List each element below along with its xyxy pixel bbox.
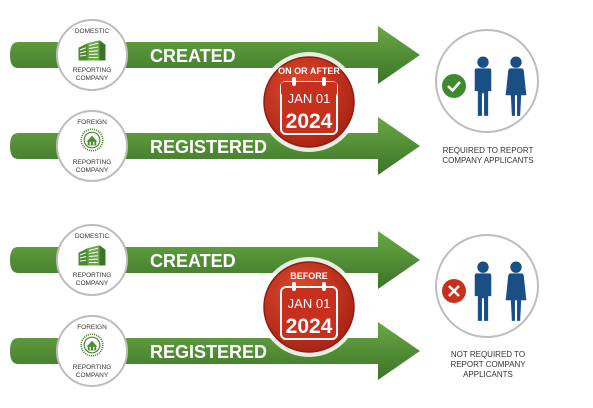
check-icon bbox=[442, 74, 466, 98]
arrow-registered bbox=[10, 117, 420, 175]
foreign-company-badge: FOREIGN REPORTING COMPANY bbox=[56, 315, 128, 387]
svg-text:FOREIGN: FOREIGN bbox=[77, 119, 107, 126]
badge-label: BEFORE bbox=[290, 271, 328, 281]
result-required: REQUIRED TO REPORT COMPANY APPLICANTS bbox=[435, 29, 539, 165]
date-badge: ON OR AFTER JAN 01 2024 bbox=[259, 52, 359, 152]
svg-text:JAN 01: JAN 01 bbox=[288, 91, 331, 106]
svg-text:REPORTING: REPORTING bbox=[73, 272, 112, 279]
registered-label: REGISTERED bbox=[150, 342, 267, 362]
arrow-created bbox=[10, 26, 420, 84]
svg-text:COMPANY: COMPANY bbox=[76, 280, 109, 287]
svg-text:REPORTING: REPORTING bbox=[73, 159, 112, 166]
calendar-icon: JAN 01 2024 bbox=[280, 77, 338, 135]
svg-text:DOMESTIC: DOMESTIC bbox=[75, 233, 110, 240]
foreign-company-badge: FOREIGN REPORTING COMPANY bbox=[56, 110, 128, 182]
created-label: CREATED bbox=[150, 46, 236, 66]
svg-text:COMPANY: COMPANY bbox=[76, 75, 109, 82]
svg-text:COMPANY APPLICANTS: COMPANY APPLICANTS bbox=[442, 156, 533, 165]
arrow-created bbox=[10, 231, 420, 289]
svg-text:2024: 2024 bbox=[286, 110, 333, 133]
svg-text:REPORTING: REPORTING bbox=[73, 364, 112, 371]
svg-text:COMPANY: COMPANY bbox=[76, 372, 109, 379]
svg-text:COMPANY: COMPANY bbox=[76, 167, 109, 174]
seal-icon bbox=[80, 333, 104, 357]
badge-label: ON OR AFTER bbox=[278, 66, 340, 76]
calendar-icon: JAN 01 2024 bbox=[280, 282, 338, 340]
svg-text:JAN 01: JAN 01 bbox=[288, 296, 331, 311]
svg-text:FOREIGN: FOREIGN bbox=[77, 324, 107, 331]
svg-text:REPORT COMPANY: REPORT COMPANY bbox=[450, 360, 526, 369]
domestic-company-badge: DOMESTIC REPORTING COMPANY bbox=[56, 19, 128, 91]
registered-label: REGISTERED bbox=[150, 137, 267, 157]
created-label: CREATED bbox=[150, 251, 236, 271]
svg-text:DOMESTIC: DOMESTIC bbox=[75, 28, 110, 35]
svg-text:APPLICANTS: APPLICANTS bbox=[463, 370, 513, 379]
date-badge: BEFORE JAN 01 2024 bbox=[259, 257, 359, 357]
domestic-company-badge: DOMESTIC REPORTING COMPANY bbox=[56, 224, 128, 296]
svg-text:NOT REQUIRED TO: NOT REQUIRED TO bbox=[451, 350, 525, 359]
svg-text:REQUIRED TO REPORT: REQUIRED TO REPORT bbox=[443, 146, 534, 155]
arrow-registered bbox=[10, 322, 420, 380]
x-icon bbox=[442, 279, 466, 303]
group-after: CREATED REGISTERED DOMESTIC REPORTING CO… bbox=[10, 19, 539, 182]
svg-text:REPORTING: REPORTING bbox=[73, 67, 112, 74]
result-not-required: NOT REQUIRED TO REPORT COMPANY APPLICANT… bbox=[435, 234, 539, 379]
svg-text:2024: 2024 bbox=[286, 315, 333, 338]
seal-icon bbox=[80, 128, 104, 152]
group-before: CREATED REGISTERED DOMESTIC REPORTING CO… bbox=[10, 224, 539, 387]
